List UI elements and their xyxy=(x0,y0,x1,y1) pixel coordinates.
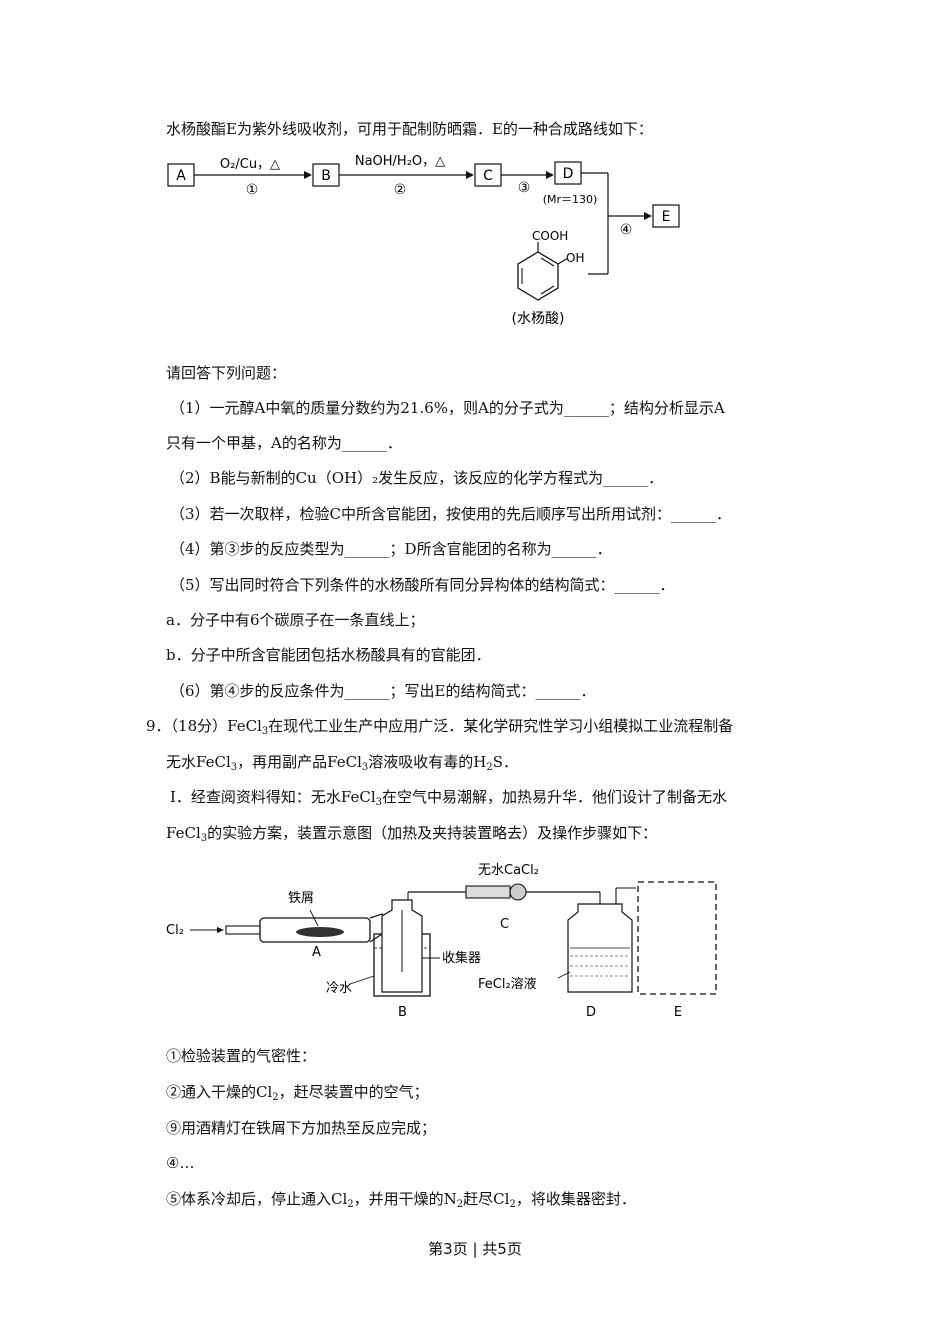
step-4: ④… xyxy=(166,1154,195,1172)
question-6: （6）第④步的反应条件为______；写出E的结构简式：______． xyxy=(170,682,596,700)
question-5: （5）写出同时符合下列条件的水杨酸所有同分异构体的结构简式：______． xyxy=(170,576,675,594)
question-4: （4）第③步的反应类型为______；D所含官能团的名称为______． xyxy=(170,540,612,558)
tube-a xyxy=(225,909,389,943)
salicylic-acid-label: (水杨酸) xyxy=(512,311,565,327)
wash-bottle-d xyxy=(567,887,636,993)
question-5-condition-a: a．分子中有6个碳原子在一条直线上； xyxy=(166,611,425,629)
synthesis-route-diagram: A O₂/Cu，△ ① B NaOH/H₂O，△ ② C ③ D (Mr＝130… xyxy=(167,154,680,327)
route-label-a: A xyxy=(176,168,186,184)
route-label-b: B xyxy=(321,168,331,184)
question-1-line-2: 只有一个甲基，A的名称为______． xyxy=(166,434,402,452)
step2-number: ② xyxy=(394,182,407,198)
collector-label: 收集器 xyxy=(442,950,481,966)
question-2: （2）B能与新制的Cu（OH）₂发生反应，该反应的化学方程式为______． xyxy=(170,469,664,487)
collector-b xyxy=(373,891,460,997)
fecl2-label: FeCl₂溶液 xyxy=(478,977,537,992)
step-3: ⑨用酒精灯在铁屑下方加热至反应完成； xyxy=(166,1119,437,1137)
mr-label: (Mr＝130) xyxy=(543,193,598,206)
route-label-e: E xyxy=(662,209,671,225)
apparatus-diagram: Cl₂ 铁屑 A 收集器 冷水 B 无水CaCl₂ C xyxy=(166,863,717,1020)
questions-prompt: 请回答下列问题： xyxy=(166,364,287,382)
step-1: ①检验装置的气密性： xyxy=(166,1047,317,1065)
label-d: D xyxy=(586,1005,596,1020)
question-3: （3）若一次取样，检验C中所含官能团，按使用的先后顺序写出所用试剂：______… xyxy=(170,505,732,523)
problem-9-line-1: 9．（18分）FeCl3在现代工业生产中应用广泛．某化学研究性学习小组模拟工业流… xyxy=(146,717,734,737)
part-i-line-1: Ⅰ．经查阅资料得知：无水FeCl3在空气中易潮解，加热易升华．他们设计了制备无水 xyxy=(170,788,728,808)
box-e xyxy=(637,881,717,995)
step4-number: ④ xyxy=(620,222,633,238)
drying-tube-c xyxy=(460,883,600,901)
label-b: B xyxy=(398,1005,407,1020)
label-c: C xyxy=(500,917,509,932)
route-label-d: D xyxy=(563,166,574,182)
question-5-condition-b: b．分子中所含官能团包括水杨酸具有的官能团． xyxy=(166,646,491,664)
part-i-line-2: FeCl3的实验方案，装置示意图（加热及夹持装置略去）及操作步骤如下： xyxy=(166,824,658,844)
step1-number: ① xyxy=(246,182,259,198)
route-label-c: C xyxy=(483,168,493,184)
iron-label: 铁屑 xyxy=(288,891,314,906)
step2-reagent: NaOH/H₂O，△ xyxy=(355,154,445,169)
oh-label: OH xyxy=(566,251,584,265)
cooh-label: COOH xyxy=(532,229,568,243)
cl2-label: Cl₂ xyxy=(166,923,184,938)
salicylic-acid-structure: COOH OH xyxy=(517,229,584,301)
intro-text: 水杨酸酯E为紫外线吸收剂，可用于配制防晒霜．E的一种合成路线如下： xyxy=(166,120,653,138)
cold-water-label: 冷水 xyxy=(326,981,352,996)
question-1-line-1: （1）一元醇A中氧的质量分数约为21.6%，则A的分子式为______；结构分析… xyxy=(170,399,725,417)
problem-9-line-2: 无水FeCl3，再用副产品FeCl3溶液吸收有毒的H2S． xyxy=(166,753,518,773)
step3-number: ③ xyxy=(518,180,531,196)
label-e: E xyxy=(674,1005,682,1020)
cacl2-label: 无水CaCl₂ xyxy=(478,863,539,878)
step1-reagent: O₂/Cu，△ xyxy=(220,157,280,172)
page-footer: 第3页 | 共5页 xyxy=(428,1240,522,1258)
step-5: ⑤体系冷却后，停止通入Cl2，并用干燥的N2赶尽Cl2，将收集器密封． xyxy=(166,1190,636,1210)
label-a: A xyxy=(312,945,321,960)
step-2: ②通入干燥的Cl2，赶尽装置中的空气； xyxy=(166,1083,429,1103)
route-box-e xyxy=(652,204,680,228)
